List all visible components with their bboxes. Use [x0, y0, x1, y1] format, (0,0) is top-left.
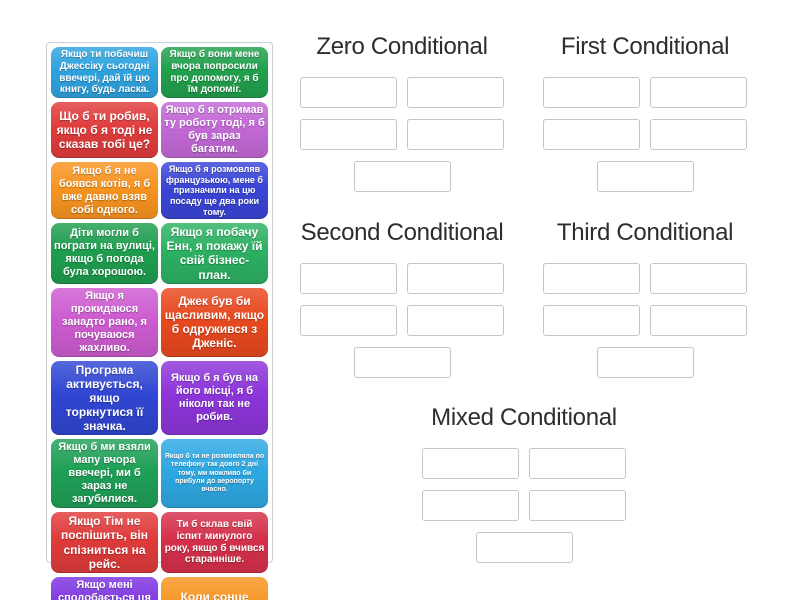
word-card-text: Якщо я побачу Енн, я покажу їй свій бізн…	[166, 225, 263, 282]
drop-slot[interactable]	[300, 262, 397, 294]
group-title: Third Conditional	[556, 219, 734, 246]
word-card-text: Програма активується, якщо торкнутися її…	[65, 362, 144, 434]
word-card-text: Якщо мені сподобається ця сукня, я її об…	[58, 578, 151, 600]
word-card-text: Якщо б вони мене вчора попросили про доп…	[169, 49, 260, 96]
drop-slot[interactable]	[300, 118, 397, 150]
word-card-text: Якщо ти побачиш Джессіку сьогодні ввечер…	[59, 49, 150, 96]
slot-grid	[297, 262, 507, 378]
word-card[interactable]: Ти б склав свій іспит минулого року, якщ…	[161, 512, 268, 573]
word-card[interactable]: Якщо б я отримав ту роботу тоді, я б був…	[161, 102, 268, 159]
card-panel: Якщо ти побачиш Джессіку сьогодні ввечер…	[46, 42, 273, 600]
word-card-text: Якщо б ми взяли мапу вчора ввечері, ми б…	[58, 441, 151, 506]
word-card[interactable]: Якщо б я не боявся котів, я б вже давно …	[51, 162, 158, 220]
slot-grid	[540, 262, 750, 378]
word-card[interactable]: Джек був би щасливим, якщо б одружився з…	[161, 287, 268, 357]
drop-slot[interactable]	[596, 160, 694, 192]
group-title: Zero Conditional	[316, 33, 488, 60]
word-card[interactable]: Якщо б вони мене вчора попросили про доп…	[161, 47, 268, 99]
drop-slot[interactable]	[353, 346, 451, 378]
word-card-text: Джек був би щасливим, якщо б одружився з…	[164, 293, 265, 351]
drop-slot[interactable]	[650, 304, 747, 336]
word-card-text: Ти б склав свій іспит минулого року, якщ…	[164, 518, 265, 566]
word-card-text: Коли сонце заходить, темніє.	[180, 590, 249, 600]
word-card[interactable]: Якщо ти побачиш Джессіку сьогодні ввечер…	[51, 47, 158, 99]
word-card-text: Якщо б я був на його місці, я б ніколи т…	[171, 372, 258, 423]
drop-slot[interactable]	[543, 118, 640, 150]
drop-slot[interactable]	[543, 304, 640, 336]
group-third-conditional: Third Conditional	[540, 219, 750, 378]
drop-slot[interactable]	[407, 262, 504, 294]
drop-slot[interactable]	[650, 262, 747, 294]
group-zero-conditional: Zero Conditional	[297, 33, 507, 192]
drop-slot[interactable]	[650, 76, 747, 108]
drop-slot[interactable]	[300, 304, 397, 336]
word-card[interactable]: Діти могли б пограти на вулиці, якщо б п…	[51, 223, 158, 284]
group-title: Second Conditional	[300, 219, 504, 246]
drop-slot[interactable]	[407, 304, 504, 336]
drop-slot[interactable]	[353, 160, 451, 192]
group-mixed-conditional: Mixed Conditional	[419, 404, 629, 563]
word-card-text: Якщо Тім не поспішить, він спізниться на…	[61, 514, 148, 571]
word-card-text: Якщо б я розмовляв французькою, мене б п…	[166, 164, 263, 217]
slot-grid	[297, 76, 507, 192]
word-card[interactable]: Якщо б я був на його місці, я б ніколи т…	[161, 360, 268, 436]
word-card[interactable]: Програма активується, якщо торкнутися її…	[51, 360, 158, 436]
word-card-text: Якщо б я не боявся котів, я б вже давно …	[58, 164, 151, 216]
drop-slot[interactable]	[407, 76, 504, 108]
drop-slot[interactable]	[300, 76, 397, 108]
drop-slot[interactable]	[650, 118, 747, 150]
drop-slot[interactable]	[422, 447, 519, 479]
word-card[interactable]: Якщо б ти не розмовляла по телефону так …	[161, 439, 268, 509]
drop-slot[interactable]	[543, 76, 640, 108]
word-card[interactable]: Якщо я побачу Енн, я покажу їй свій бізн…	[161, 223, 268, 284]
slot-grid	[540, 76, 750, 192]
drop-slot[interactable]	[422, 489, 519, 521]
word-card-text: Якщо я прокидаюся занадто рано, я почува…	[62, 289, 147, 354]
word-card[interactable]: Якщо я прокидаюся занадто рано, я почува…	[51, 287, 158, 357]
word-card[interactable]: Що б ти робив, якщо б я тоді не сказав т…	[51, 102, 158, 159]
group-title: First Conditional	[560, 33, 730, 60]
slot-grid	[419, 447, 629, 563]
drop-slot[interactable]	[407, 118, 504, 150]
drop-slot[interactable]	[529, 489, 626, 521]
word-card[interactable]: Коли сонце заходить, темніє.	[161, 576, 268, 600]
group-title: Mixed Conditional	[431, 404, 617, 431]
word-card-text: Якщо б я отримав ту роботу тоді, я б був…	[164, 104, 265, 156]
word-card[interactable]: Якщо Тім не поспішить, він спізниться на…	[51, 512, 158, 573]
word-card[interactable]: Якщо б я розмовляв французькою, мене б п…	[161, 162, 268, 220]
word-card-text: Якщо б ти не розмовляла по телефону так …	[164, 453, 265, 494]
drop-slot[interactable]	[543, 262, 640, 294]
word-card[interactable]: Якщо мені сподобається ця сукня, я її об…	[51, 576, 158, 600]
drop-slot[interactable]	[529, 447, 626, 479]
drop-slot[interactable]	[596, 346, 694, 378]
word-card-text: Що б ти робив, якщо б я тоді не сказав т…	[56, 108, 153, 152]
group-first-conditional: First Conditional	[540, 33, 750, 192]
word-card[interactable]: Якщо б ми взяли мапу вчора ввечері, ми б…	[51, 439, 158, 509]
word-card-text: Діти могли б пограти на вулиці, якщо б п…	[54, 227, 155, 279]
group-second-conditional: Second Conditional	[297, 219, 507, 378]
drop-slot[interactable]	[475, 531, 573, 563]
